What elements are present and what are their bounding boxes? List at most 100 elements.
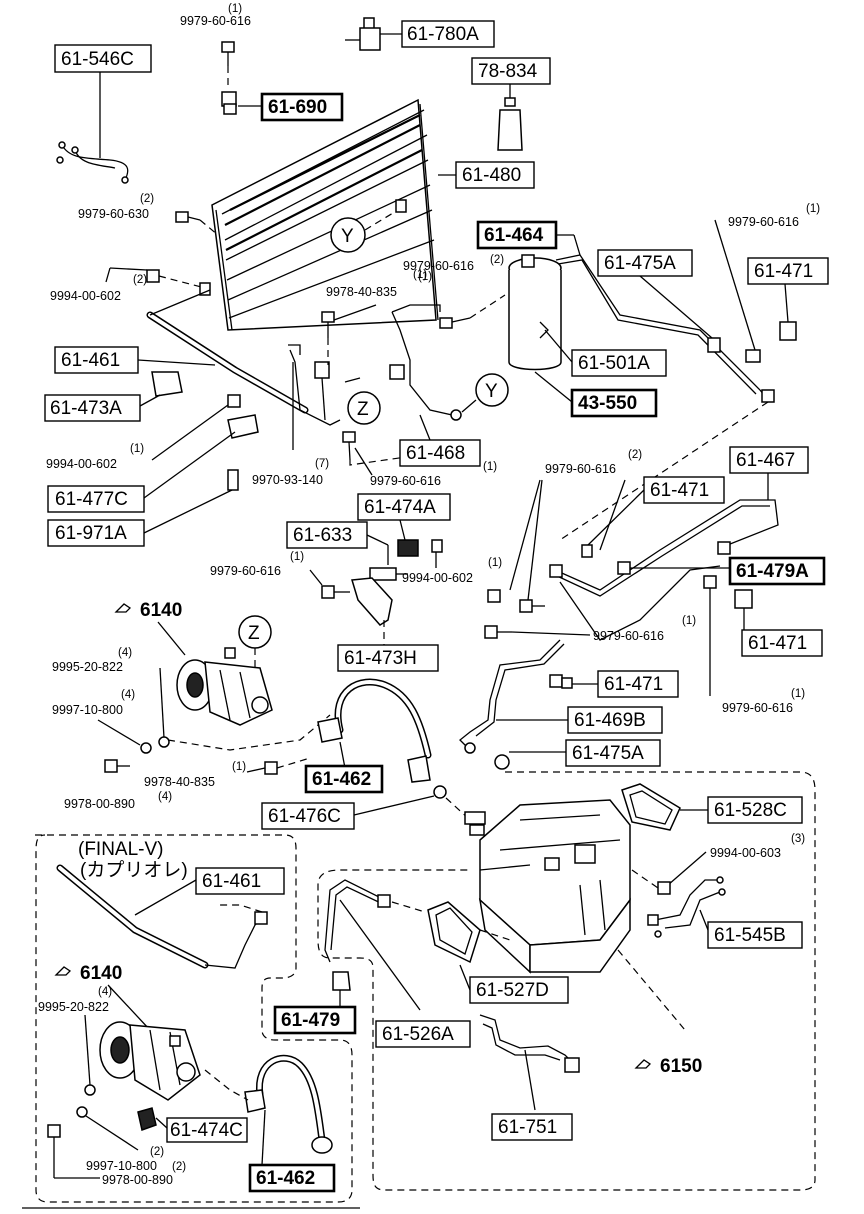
part-label-61-471: 61-471 — [754, 261, 813, 282]
qty-label: (1) — [483, 461, 497, 473]
part-label-61-690: 61-690 — [268, 97, 327, 118]
bracket-61-474c — [137, 1107, 157, 1131]
nut-icon — [105, 267, 206, 289]
reference-6150: 6150 — [634, 1056, 702, 1077]
clip-61-471 — [703, 575, 753, 609]
qty-label: (1) — [682, 615, 696, 627]
label-box-61-476c — [261, 802, 355, 830]
part-number-9995-20-822: 9995-20-822 — [38, 1000, 109, 1014]
marker-y: Y — [341, 226, 354, 247]
part-label-61-633: 61-633 — [293, 525, 352, 546]
compressor-icon — [99, 1021, 201, 1101]
final-section-title: (FINAL-V) — [78, 839, 164, 860]
label-box-61-468 — [399, 439, 481, 467]
bolt-icon — [342, 431, 356, 461]
part-number-9979-60-616: 9979-60-616 — [370, 474, 441, 488]
part-number-9997-10-800: 9997-10-800 — [86, 1159, 157, 1173]
pipe-61-526a — [324, 879, 426, 963]
marker-y-circle — [475, 373, 509, 407]
seal-61-528c — [621, 783, 681, 831]
part-number-9978-40-835: 9978-40-835 — [144, 775, 215, 789]
label-box-61-480 — [455, 161, 535, 189]
label-box-61-527d — [469, 976, 569, 1004]
part-label-61-468: 61-468 — [406, 443, 465, 464]
label-box-61-461 — [54, 346, 139, 374]
evaporator-unit — [478, 799, 631, 974]
condenser-61-480 — [211, 98, 439, 331]
qty-label: (1) — [413, 269, 427, 281]
marker-z-circle — [347, 391, 381, 425]
qty-label: (1) — [232, 761, 246, 773]
bolt-icon — [104, 759, 130, 773]
part-number-9979-60-616: 9979-60-616 — [728, 215, 799, 229]
part-label-61-527d: 61-527D — [476, 980, 549, 1001]
label-box-61-474c — [166, 1117, 248, 1143]
label-box-61-471 — [741, 629, 823, 657]
receiver-drier-61-501a — [508, 254, 562, 371]
label-box-61-471 — [747, 257, 829, 285]
o-ring-icon — [158, 736, 170, 748]
label-box-61-526a — [375, 1020, 471, 1048]
pipe-section — [288, 344, 341, 426]
nut-icon — [657, 881, 671, 895]
qty-label: (1) — [791, 688, 805, 700]
label-box-78-834 — [471, 57, 551, 85]
qty-label: (1) — [418, 271, 432, 283]
bolt-icon — [175, 211, 219, 236]
svg-text:6140: 6140 — [80, 963, 122, 984]
pipe-61-464 — [555, 254, 775, 403]
label-box-61-462 — [304, 764, 384, 794]
qty-label: (2) — [628, 449, 642, 461]
qty-label: (7) — [315, 458, 329, 470]
valve-61-633 — [369, 567, 408, 581]
label-box-61-633 — [286, 521, 368, 549]
part-label-61-479: 61-479 — [281, 1010, 340, 1031]
marker-z: Z — [357, 399, 369, 420]
oil-bottle-78-834 — [497, 84, 523, 151]
label-box-61-475a — [597, 249, 693, 277]
bolt-icon — [47, 1124, 61, 1148]
clip-61-474a — [397, 539, 419, 557]
part-label-61-479a: 61-479A — [736, 561, 809, 582]
qty-label: (4) — [98, 986, 112, 998]
label-box-61-474a — [357, 493, 451, 521]
part-label-61-467: 61-467 — [736, 450, 795, 471]
bolt-icon — [487, 589, 545, 613]
nut-icon — [431, 539, 443, 553]
part-label-61-971a: 61-971A — [55, 523, 127, 544]
part-label-61-474c: 61-474C — [170, 1120, 243, 1141]
qty-label: (4) — [121, 689, 135, 701]
part-number-9979-60-616: 9979-60-616 — [545, 462, 616, 476]
part-number-9995-20-822: 9995-20-822 — [52, 660, 123, 674]
pipe-61-469b — [459, 639, 565, 754]
clip-61-471 — [581, 544, 593, 558]
bolt-icon — [221, 41, 235, 90]
part-label-61-461: 61-461 — [61, 350, 120, 371]
svg-text:6150: 6150 — [660, 1056, 702, 1077]
reference-6140: 6140 — [54, 963, 122, 984]
bolt-icon — [484, 625, 591, 639]
part-label-61-546c: 61-546C — [61, 49, 134, 70]
part-label-61-469b: 61-469B — [574, 710, 646, 731]
label-box-61-780a — [401, 20, 495, 48]
part-number-9994-00-602: 9994-00-602 — [402, 571, 473, 585]
marker-y-circle — [330, 217, 366, 253]
qty-label: (3) — [791, 833, 805, 845]
part-label-61-545b: 61-545B — [714, 925, 786, 946]
bracket-61-473h — [351, 577, 393, 645]
pipe-61-461 — [146, 289, 309, 414]
bolt-icon — [246, 757, 311, 775]
bolt-icon — [321, 304, 377, 365]
o-ring-icon — [494, 754, 510, 770]
qty-label: (4) — [118, 647, 132, 659]
part-label-61-461: 61-461 — [202, 871, 261, 892]
part-label-61-528c: 61-528C — [714, 800, 787, 821]
label-box-61-545b — [707, 921, 803, 949]
clip-61-471 — [549, 674, 573, 689]
part-number-9979-60-616: 9979-60-616 — [210, 564, 281, 578]
label-box-61-471 — [597, 670, 679, 698]
part-number-9970-93-140: 9970-93-140 — [252, 473, 323, 487]
marker-z: Z — [248, 623, 260, 644]
part-number-9994-00-602: 9994-00-602 — [46, 457, 117, 471]
part-number-9978-00-890: 9978-00-890 — [64, 797, 135, 811]
